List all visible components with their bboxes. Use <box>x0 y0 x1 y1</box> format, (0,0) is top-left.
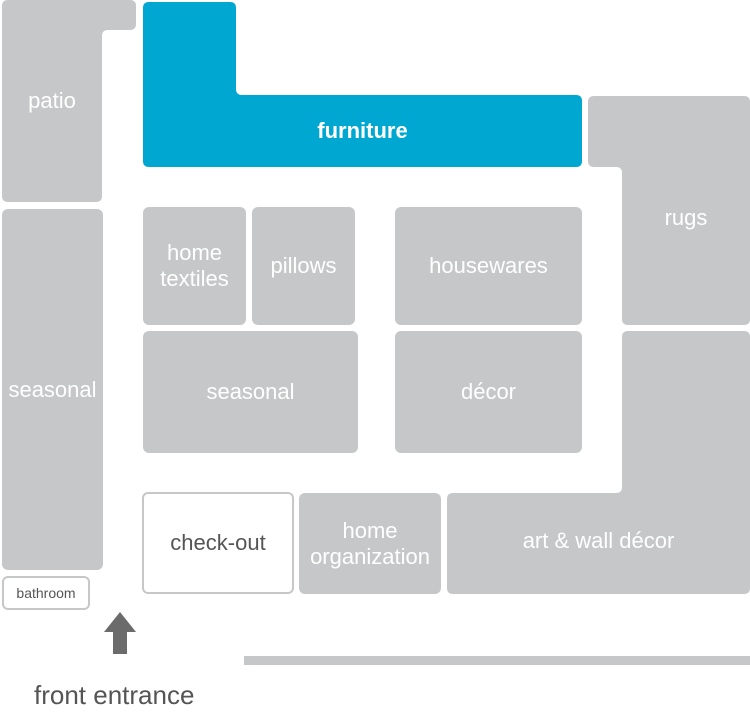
decor-zone[interactable]: décor <box>395 331 582 453</box>
pillows-label: pillows <box>270 253 337 278</box>
bathroom-zone[interactable]: bathroom <box>2 576 90 610</box>
decor-label: décor <box>460 379 517 404</box>
housewares-label: housewares <box>429 253 548 278</box>
seasonal-center-zone[interactable]: seasonal <box>143 331 358 453</box>
bathroom-label: bathroom <box>16 585 76 601</box>
home-organization-label: home organization <box>310 517 430 569</box>
seasonal-left-label: seasonal <box>8 376 97 402</box>
home-organization-zone[interactable]: home organization <box>299 493 441 594</box>
walkway-bar <box>244 656 750 665</box>
checkout-zone[interactable]: check-out <box>142 492 294 594</box>
checkout-label: check-out <box>170 530 266 555</box>
rugs-label: rugs <box>664 205 708 230</box>
patio-label: patio <box>28 88 76 113</box>
furniture-label: furniture <box>317 118 408 143</box>
art-wall-decor-label: art & wall décor <box>522 528 675 553</box>
seasonal-center-label: seasonal <box>206 379 295 404</box>
arrow-up-icon <box>104 612 136 654</box>
pillows-zone[interactable]: pillows <box>252 207 355 325</box>
front-entrance-label: front entrance <box>34 680 195 710</box>
seasonal-left-zone[interactable]: seasonal <box>2 209 103 570</box>
home-textiles-zone[interactable]: home textiles <box>143 207 246 325</box>
housewares-zone[interactable]: housewares <box>395 207 582 325</box>
home-textiles-label: home textiles <box>160 240 229 291</box>
